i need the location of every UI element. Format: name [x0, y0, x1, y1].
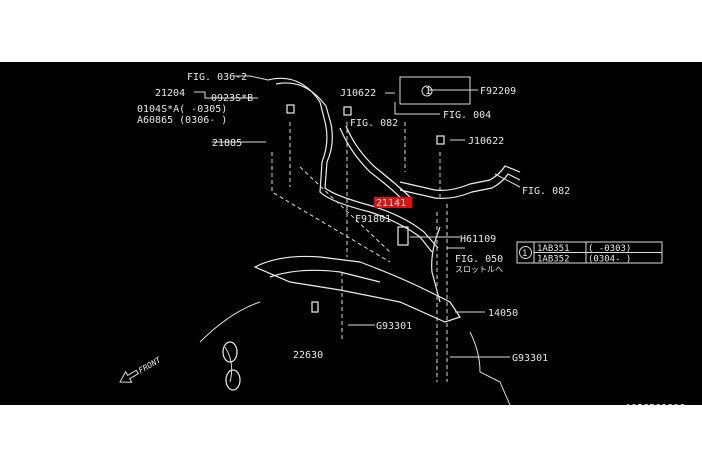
label-0104s[interactable]: 0104S*A( -0305) [137, 104, 227, 115]
label-fig036[interactable]: FIG. 036-2 [187, 72, 247, 83]
label-h61109[interactable]: H61109 [460, 234, 496, 245]
label-fig004[interactable]: FIG. 004 [443, 110, 491, 121]
ref-circle-1: 1 [425, 86, 431, 97]
hose-upper-left [267, 77, 433, 253]
label-j10622-top[interactable]: J10622 [340, 88, 376, 99]
hose-vertical [431, 226, 441, 303]
parts-diagram: FIG. 036-2 21204 0923S*B 0104S*A( -0305)… [0, 62, 702, 405]
label-0923s[interactable]: 0923S*B [211, 93, 253, 104]
table-part-1ab352[interactable]: 1AB352 [537, 255, 570, 265]
label-f92209[interactable]: F92209 [480, 86, 516, 97]
label-21141[interactable]: 21141 [376, 198, 406, 209]
label-21885[interactable]: 21885 [212, 138, 242, 149]
label-22630[interactable]: 22630 [293, 350, 323, 361]
highlight-21141 [374, 197, 412, 208]
label-throttle: スロットルへ [455, 265, 503, 274]
drawing-id: A036B01806 [625, 403, 685, 405]
diagram-drawing: FIG. 036-2 21204 0923S*B 0104S*A( -0305)… [119, 72, 685, 405]
table-range-1: ( -0303) [588, 244, 631, 254]
intake-duct [253, 255, 461, 323]
pipe-right [399, 165, 521, 191]
front-arrow: FRONT [119, 355, 163, 383]
label-g93301-left[interactable]: G93301 [376, 321, 412, 332]
label-fig082-right[interactable]: FIG. 082 [522, 186, 570, 197]
label-fig082-upper[interactable]: FIG. 082 [350, 118, 398, 129]
sensor-icon [397, 226, 409, 246]
label-21204[interactable]: 21204 [155, 88, 185, 99]
table-range-2: (0304- ) [588, 255, 631, 265]
label-fig050[interactable]: FIG. 050 [455, 254, 503, 265]
label-j10622-right[interactable]: J10622 [468, 136, 504, 147]
table-marker: 1 [522, 249, 527, 259]
table-part-1ab351[interactable]: 1AB351 [537, 244, 570, 254]
engine-outline [199, 301, 511, 405]
bolt-icon [286, 104, 295, 114]
label-14050[interactable]: 14050 [488, 308, 518, 319]
reference-table: 1 1AB351 ( -0303) 1AB352 (0304- ) [516, 241, 663, 265]
label-front: FRONT [137, 355, 163, 375]
label-g93301-right[interactable]: G93301 [512, 353, 548, 364]
label-f91801[interactable]: F91801 [355, 214, 391, 225]
hose-middle [339, 127, 406, 203]
label-a60865[interactable]: A60865 (0306- ) [137, 115, 227, 126]
